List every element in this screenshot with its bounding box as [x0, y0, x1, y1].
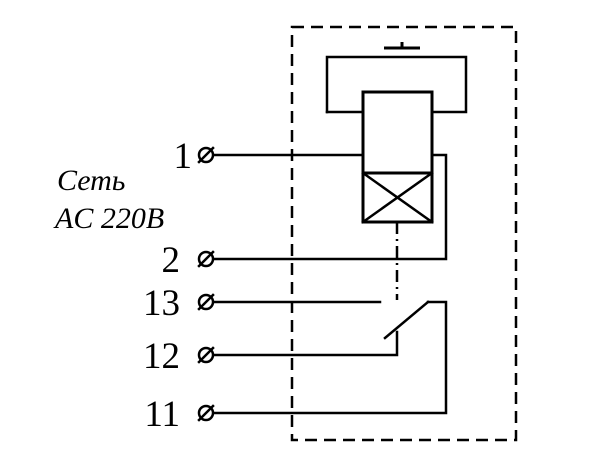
coil-cross-2 [361, 171, 434, 224]
terminal-label-1: 1 [174, 136, 193, 177]
terminal-label-12: 12 [143, 336, 180, 377]
wire-terminal-2 [212, 153, 448, 261]
wire-terminal-11 [212, 300, 448, 415]
supply-caption-line-2: AC 220B [53, 202, 164, 235]
terminal-symbol-1 [197, 146, 215, 164]
relay-housing-outline [290, 25, 518, 442]
terminal-label-11: 11 [144, 394, 180, 435]
terminal-symbol-2 [197, 250, 215, 268]
switch-blade [383, 300, 430, 340]
terminal-label-2: 2 [162, 240, 181, 281]
terminal-symbol-13 [197, 293, 215, 311]
relay-coil-body [361, 90, 434, 224]
terminal-symbol-11 [197, 404, 215, 422]
supply-caption-line-1: Сеть [57, 164, 125, 197]
wire-terminal-12 [212, 330, 399, 357]
terminal-symbol-12 [197, 346, 215, 364]
terminal-label-13: 13 [143, 283, 180, 324]
push-button-frame [325, 55, 468, 114]
